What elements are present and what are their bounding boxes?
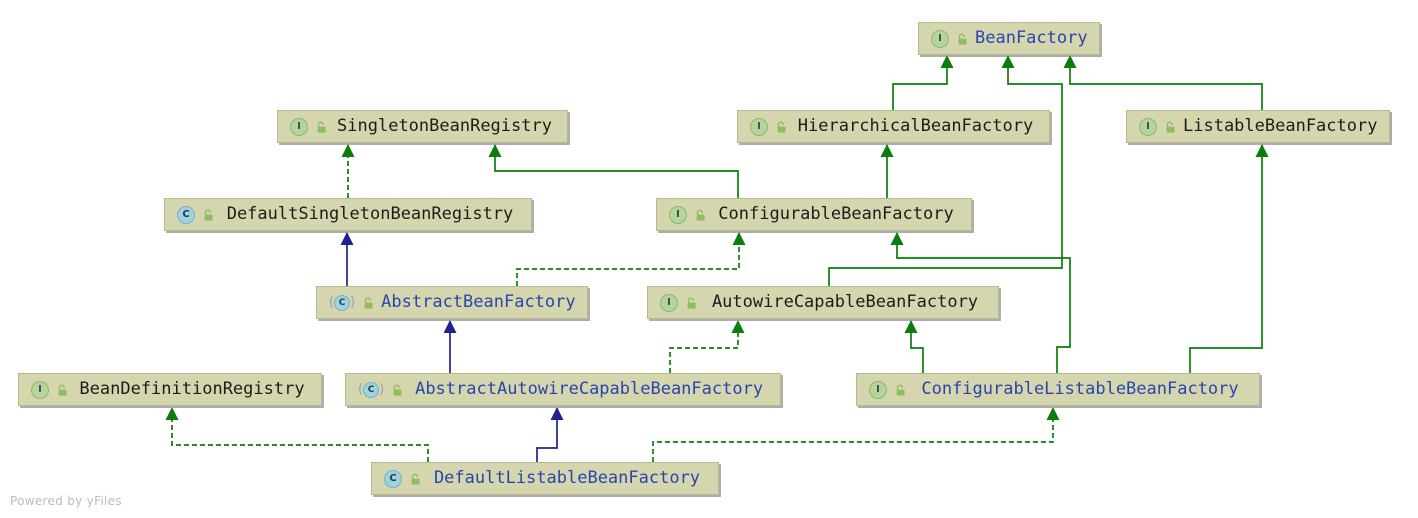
interface-icon: I <box>750 117 768 136</box>
edge-default-listable-bean-factory--configurable-listable-bean-factory-implements[interactable] <box>652 407 1060 462</box>
public-lock-icon <box>958 33 967 45</box>
node-abstract-bean-factory[interactable]: (C) AbstractBeanFactory <box>316 286 588 319</box>
interface-icon: I <box>31 380 49 399</box>
abstract-paren-left: ( <box>329 294 335 310</box>
public-lock-icon-wrap <box>956 32 969 46</box>
public-lock-icon-wrap <box>1164 120 1177 134</box>
edge-hierarchical-bean-factory--bean-factory-extends[interactable] <box>892 55 954 110</box>
edge-listable-bean-factory--bean-factory-extends[interactable] <box>1063 55 1263 110</box>
edge-configurable-listable-bean-factory--listable-bean-factory-extends[interactable] <box>1189 144 1269 373</box>
public-lock-icon <box>317 121 326 133</box>
node-label: AbstractBeanFactory <box>381 292 576 312</box>
node-bean-factory[interactable]: I BeanFactory <box>918 22 1100 55</box>
public-lock-icon <box>411 473 420 485</box>
edge-abstract-bean-factory--configurable-bean-factory-implements[interactable] <box>516 232 746 286</box>
node-label: BeanDefinitionRegistry <box>79 379 305 399</box>
node-default-listable-bean-factory[interactable]: C DefaultListableBeanFactory <box>371 462 719 495</box>
abstract-paren-right: ) <box>379 381 385 397</box>
public-lock-icon-wrap <box>685 296 698 310</box>
public-lock-icon <box>696 209 705 221</box>
node-label: AutowireCapableBeanFactory <box>711 292 979 312</box>
public-lock-icon <box>393 384 402 396</box>
abstract-paren-left: ( <box>358 381 364 397</box>
node-label: AbstractAutowireCapableBeanFactory <box>415 379 764 399</box>
class-icon: C <box>363 381 380 398</box>
edge-abstract-autowire-capable-bean-factory--autowire-capable-bean-factory-implements[interactable] <box>669 320 745 373</box>
interface-icon: I <box>660 293 678 312</box>
edge-configurable-listable-bean-factory--configurable-bean-factory-extends[interactable] <box>890 232 1071 373</box>
node-label: DefaultSingletonBeanRegistry <box>226 204 514 224</box>
interface-icon: I <box>669 205 687 224</box>
abstract-paren-right: ) <box>350 294 356 310</box>
public-lock-icon <box>364 297 373 309</box>
public-lock-icon <box>896 384 905 396</box>
abstract-class-icon: (C) <box>358 381 385 398</box>
public-lock-icon <box>1166 121 1175 133</box>
class-icon: C <box>384 469 402 488</box>
yfiles-watermark: Powered by yFiles <box>10 494 122 508</box>
node-singleton-bean-registry[interactable]: I SingletonBeanRegistry <box>277 110 568 143</box>
class-icon: C <box>177 205 195 224</box>
public-lock-icon-wrap <box>694 208 707 222</box>
edge-default-listable-bean-factory--bean-definition-registry-implements[interactable] <box>165 407 429 462</box>
public-lock-icon <box>777 121 786 133</box>
edge-default-listable-bean-factory--abstract-autowire-capable-bean-factory-extends[interactable] <box>536 407 564 462</box>
node-label: ListableBeanFactory <box>1183 116 1378 136</box>
node-configurable-bean-factory[interactable]: I ConfigurableBeanFactory <box>656 198 972 231</box>
edge-configurable-bean-factory--singleton-bean-registry-extends[interactable] <box>488 144 739 198</box>
node-label: ConfigurableListableBeanFactory <box>921 379 1239 399</box>
class-icon: C <box>334 294 351 311</box>
public-lock-icon-wrap <box>409 472 422 486</box>
node-label: SingletonBeanRegistry <box>337 116 552 136</box>
node-label: DefaultListableBeanFactory <box>433 468 701 488</box>
public-lock-icon <box>687 297 696 309</box>
node-label: HierarchicalBeanFactory <box>797 116 1034 136</box>
public-lock-icon-wrap <box>894 383 907 397</box>
interface-icon: I <box>869 380 887 399</box>
public-lock-icon-wrap <box>56 383 69 397</box>
node-listable-bean-factory[interactable]: I ListableBeanFactory <box>1126 110 1390 143</box>
public-lock-icon-wrap <box>315 120 328 134</box>
public-lock-icon-wrap <box>362 296 375 310</box>
node-label: ConfigurableBeanFactory <box>718 204 954 224</box>
interface-icon: I <box>290 117 308 136</box>
edge-configurable-listable-bean-factory--autowire-capable-bean-factory-extends[interactable] <box>904 320 924 373</box>
node-default-singleton-bean-registry[interactable]: C DefaultSingletonBeanRegistry <box>164 198 532 231</box>
node-bean-definition-registry[interactable]: I BeanDefinitionRegistry <box>18 373 322 406</box>
public-lock-icon-wrap <box>775 120 788 134</box>
node-autowire-capable-bean-factory[interactable]: I AutowireCapableBeanFactory <box>647 286 999 319</box>
public-lock-icon-wrap <box>391 383 404 397</box>
abstract-class-icon: (C) <box>329 294 356 311</box>
node-label: BeanFactory <box>975 28 1088 48</box>
public-lock-icon <box>58 384 67 396</box>
interface-icon: I <box>931 29 949 48</box>
node-configurable-listable-bean-factory[interactable]: I ConfigurableListableBeanFactory <box>856 373 1260 406</box>
public-lock-icon-wrap <box>202 208 215 222</box>
interface-icon: I <box>1139 117 1157 136</box>
node-hierarchical-bean-factory[interactable]: I HierarchicalBeanFactory <box>737 110 1050 143</box>
edge-autowire-capable-bean-factory--bean-factory-extends[interactable] <box>828 55 1063 286</box>
public-lock-icon <box>204 209 213 221</box>
node-abstract-autowire-capable-bean-factory[interactable]: (C) AbstractAutowireCapableBeanFactory <box>345 373 781 406</box>
